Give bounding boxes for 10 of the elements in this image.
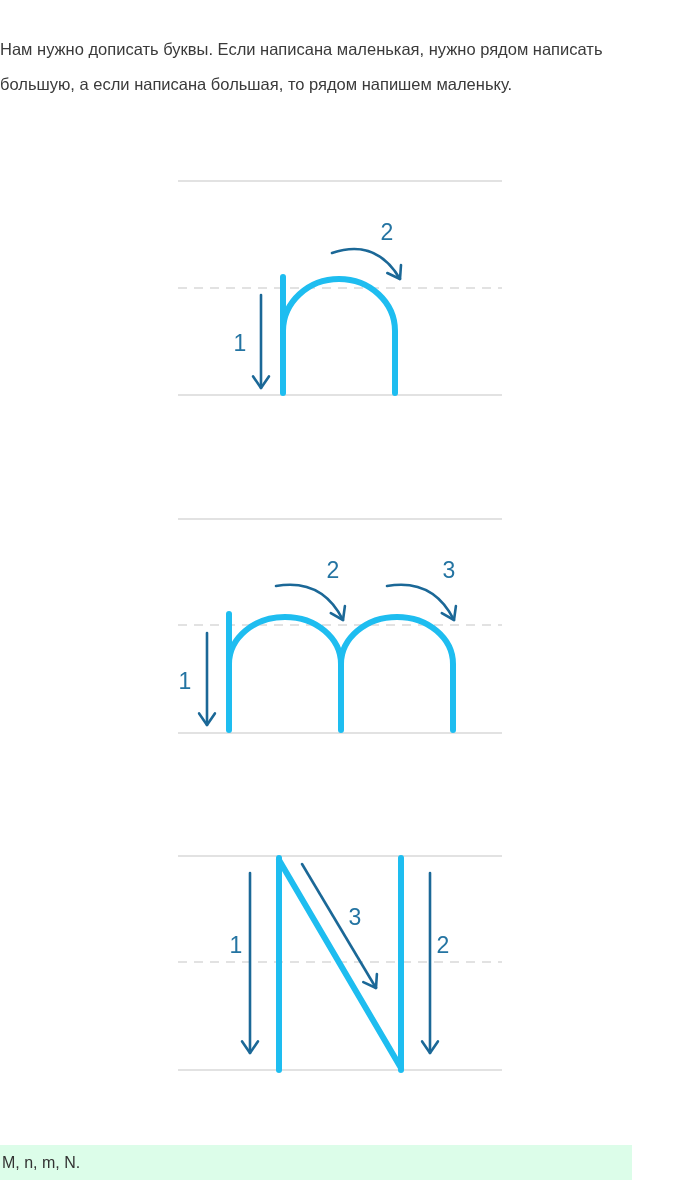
stroke-number: 2 [436, 933, 450, 957]
stroke-number: 3 [442, 558, 456, 582]
stroke-number: 1 [229, 933, 243, 957]
stroke-number: 1 [178, 669, 192, 693]
stroke-number: 1 [233, 331, 247, 355]
answer-text: M, n, m, N. [2, 1153, 81, 1172]
stroke-number: 2 [380, 220, 394, 244]
stroke-number: 2 [326, 558, 340, 582]
instruction-text: Нам нужно дописать буквы. Если написана маленькая, нужно рядом написать большую, а если написана большая, то рядом напишем маленьку. [0, 39, 604, 95]
stroke-number: 3 [348, 905, 362, 929]
